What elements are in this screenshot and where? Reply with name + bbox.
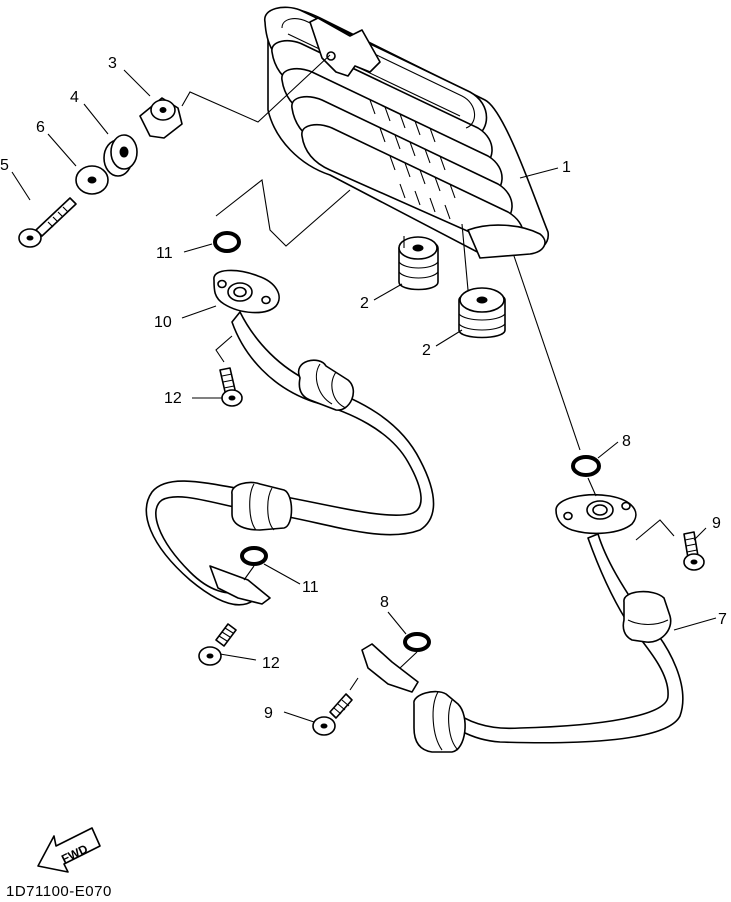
o-ring-8-upper (571, 455, 601, 477)
callout-labels: 1 2 2 3 4 5 6 7 8 8 9 9 10 11 11 12 12 (0, 55, 727, 722)
callout-8-lower: 8 (380, 594, 389, 611)
damper-lower (458, 287, 506, 339)
callout-9-right: 9 (712, 515, 721, 532)
o-ring-8-lower (403, 632, 431, 652)
grommet-part-4 (103, 134, 138, 177)
callout-leaders (11, 69, 717, 723)
fwd-arrow-icon: FWD (37, 827, 101, 873)
callout-4: 4 (70, 89, 79, 106)
o-ring-11-upper (213, 231, 241, 253)
oil-pipe-1 (145, 269, 435, 606)
washer-part-6 (75, 165, 109, 195)
callout-12-upper: 12 (164, 390, 182, 407)
callout-8-upper: 8 (622, 433, 631, 450)
callout-9-lower: 9 (264, 705, 273, 722)
oil-pipe-2 (361, 493, 684, 753)
callout-6: 6 (36, 119, 45, 136)
callout-1: 1 (562, 159, 571, 176)
bolt-12-lower (198, 623, 237, 666)
callout-5: 5 (0, 157, 9, 174)
callout-10: 10 (154, 314, 172, 331)
o-ring-11-lower (240, 546, 268, 566)
collar-part-3 (139, 97, 183, 139)
bolt-9-right (683, 531, 705, 571)
callout-2-lower: 2 (422, 342, 431, 359)
callout-12-lower: 12 (262, 655, 280, 672)
damper-upper (398, 236, 439, 291)
bolt-9-lower (312, 693, 353, 736)
callout-7: 7 (718, 611, 727, 628)
oil-cooler (264, 6, 550, 259)
callout-11-upper: 11 (156, 245, 173, 262)
assembly-lines (181, 54, 675, 691)
callout-2-upper: 2 (360, 295, 369, 312)
callout-11-lower: 11 (302, 579, 319, 596)
callout-3: 3 (108, 55, 117, 72)
figure-code: 1D71100-E070 (6, 883, 112, 900)
bolt-part-5 (18, 197, 77, 248)
bolt-12-upper (219, 367, 243, 407)
